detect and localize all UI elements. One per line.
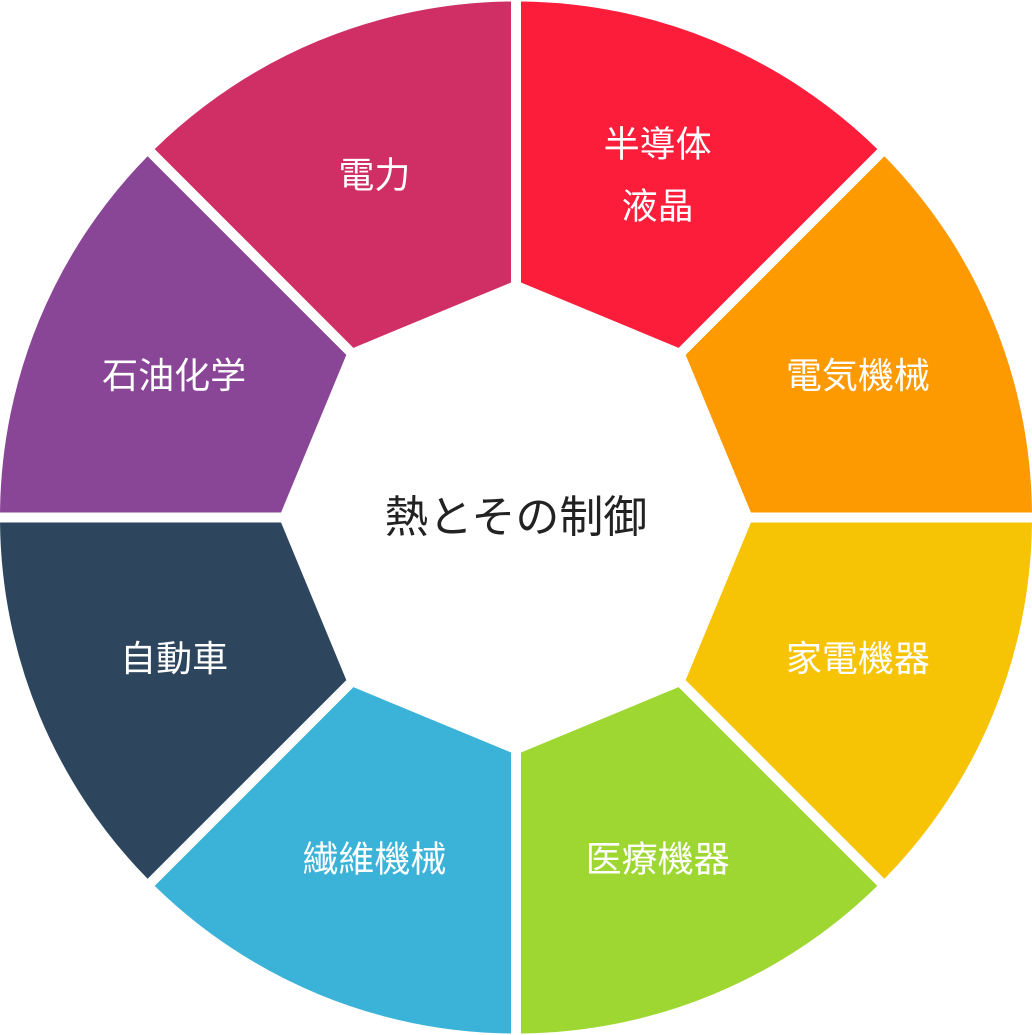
segment-petrochemical [0,156,347,513]
segment-home-appliances [685,522,1032,879]
segment-label-line: 繊維機械 [302,839,446,880]
segment-automobile [0,522,347,879]
segment-label-petrochemical: 石油化学 [102,355,246,396]
segment-medical-equipment [521,687,878,1034]
center-label: 熱とその制御 [385,492,648,543]
segment-label-line: 家電機器 [786,639,930,680]
segment-semiconductor-lcd [521,1,878,348]
segment-label-line: 液晶 [622,186,694,227]
segment-electric-power [154,1,511,348]
segment-label-electric-power: 電力 [338,155,410,196]
segment-label-line: 半導体 [604,124,712,165]
segment-textile-machinery [154,687,511,1034]
segment-label-automobile: 自動車 [120,639,228,680]
segment-label-line: 自動車 [120,639,228,680]
segment-label-home-appliances: 家電機器 [786,639,930,680]
segment-label-line: 電気機械 [786,355,930,396]
segment-label-line: 医療機器 [586,839,730,880]
segment-label-textile-machinery: 繊維機械 [302,839,446,880]
segment-label-electrical-machinery: 電気機械 [786,355,930,396]
segment-label-semiconductor-lcd: 半導体液晶 [604,124,712,227]
segment-label-medical-equipment: 医療機器 [586,839,730,880]
segment-electrical-machinery [685,156,1032,513]
segment-label-line: 石油化学 [102,355,246,396]
segment-label-line: 電力 [338,155,410,196]
